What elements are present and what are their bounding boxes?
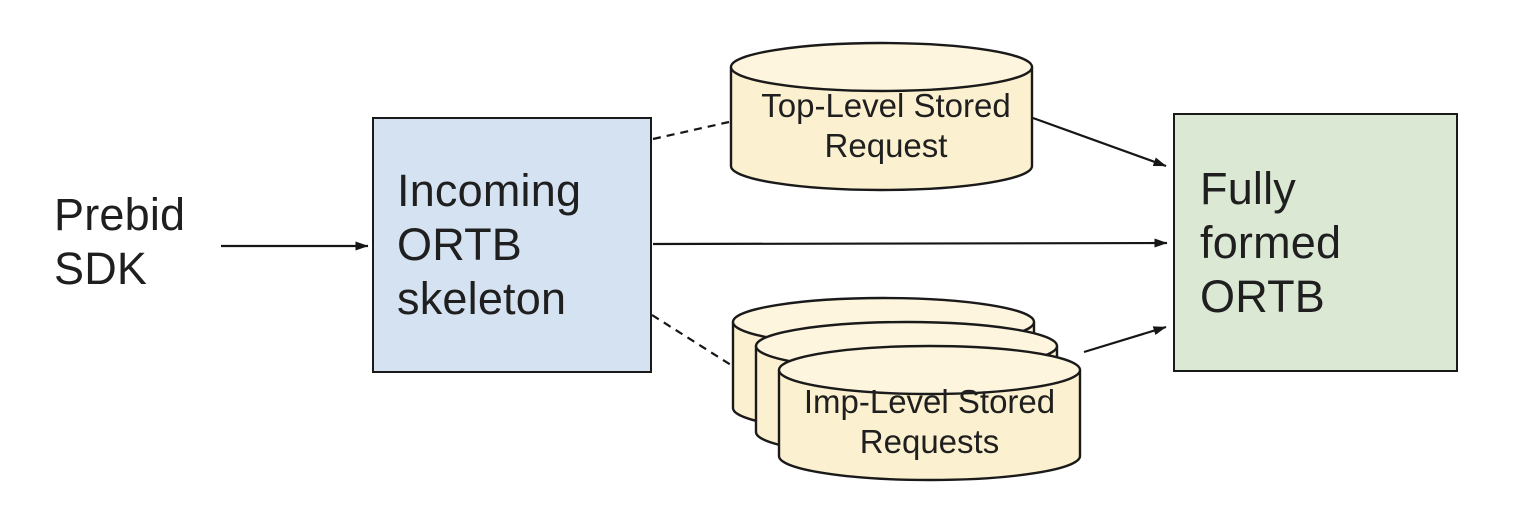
label-line: formed [1200, 216, 1342, 268]
prebid-sdk-label: Prebid SDK [54, 188, 185, 296]
top-stored-request-label: Top-Level Stored Request [736, 86, 1036, 166]
label-line: Fully [1200, 162, 1297, 214]
imp-stored-cylinder-front [777, 344, 1082, 482]
fully-formed-ortb-node: Fully formed ORTB [1173, 113, 1458, 372]
cylinder-top [777, 344, 1082, 396]
incoming-ortb-node: Incoming ORTB skeleton [372, 117, 652, 373]
edge-imp-stored-to-fully-formed [1083, 325, 1167, 354]
edge-top-stored-to-fully-formed [1032, 116, 1167, 168]
cylinder-body [777, 370, 1082, 482]
label-line: Top-Level Stored [761, 87, 1011, 124]
edge-incoming-to-fully-formed [652, 238, 1168, 248]
label-line: Incoming [397, 165, 582, 216]
label-line: Request [824, 127, 948, 164]
top-stored-cylinder [729, 41, 1034, 192]
cylinder-top [729, 41, 1034, 93]
cylinder-body [729, 67, 1034, 192]
edge-incoming-to-imp-stored-dashed [651, 314, 732, 366]
label-line: Requests [859, 423, 1000, 460]
imp-stored-requests-label: Imp-Level Stored Requests [779, 382, 1080, 462]
label-line: skeleton [397, 273, 567, 324]
label-line: ORTB [1200, 270, 1325, 322]
label-line: SDK [54, 243, 148, 294]
label-line: ORTB [397, 219, 522, 270]
edge-incoming-to-top-stored-dashed [652, 120, 730, 141]
label-line: Imp-Level Stored [803, 383, 1056, 420]
label-line: Prebid [54, 189, 186, 240]
